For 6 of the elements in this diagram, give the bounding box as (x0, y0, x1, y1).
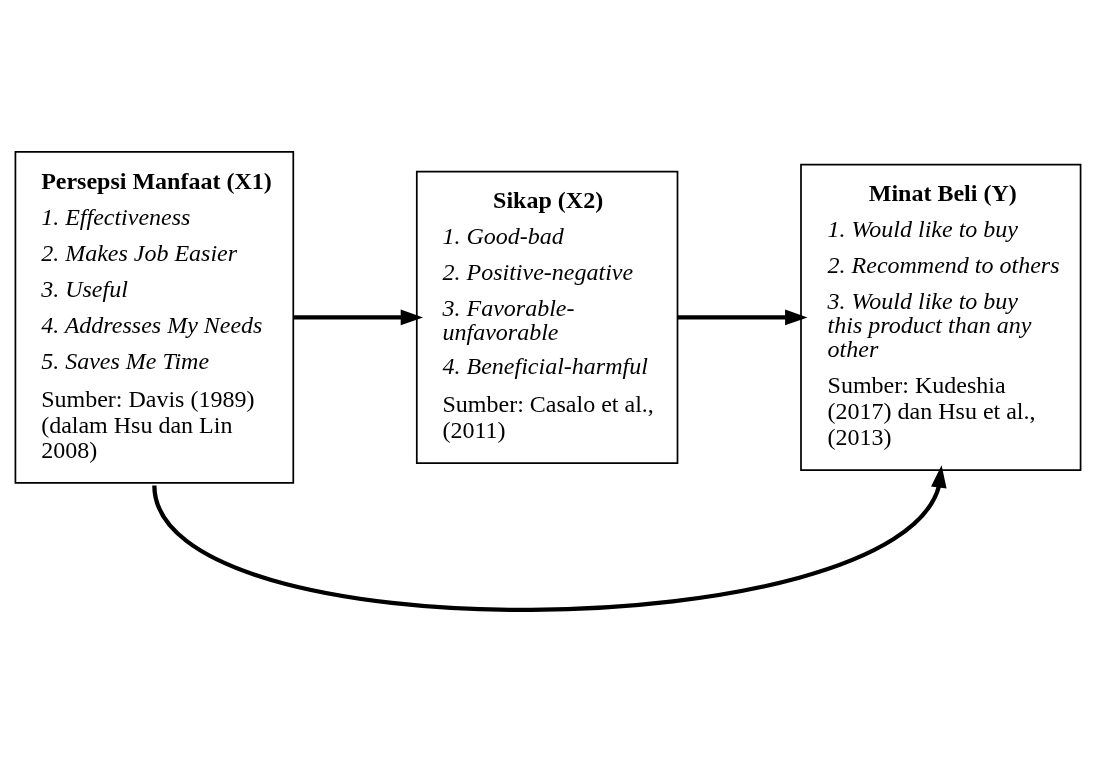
node-box: Minat Beli (Y) 1. Would like to buy 2. Recommend to others 3. Would like to buy this product than any other Sumber: Kudeshia (2017) dan Hsu et al., (2013) (800, 163, 1082, 471)
node-box: Persepsi Manfaat (X1) 1. Effectiveness 2. Makes Job Easier 3. Useful 4. Addresses My Needs 5. Saves Me Time Sumber: Davis (1989) (dalam Hsu dan Lin 2008) (14, 151, 295, 484)
arrow (293, 309, 424, 326)
node-box: Sikap (X2) 1. Good-bad 2. Positive-negative 3. Favorable-unfavorable 4. Beneficial-harmful Sumber: Casalo et al., (2011) (415, 170, 679, 465)
arrow (152, 465, 947, 612)
arrow (677, 309, 808, 326)
